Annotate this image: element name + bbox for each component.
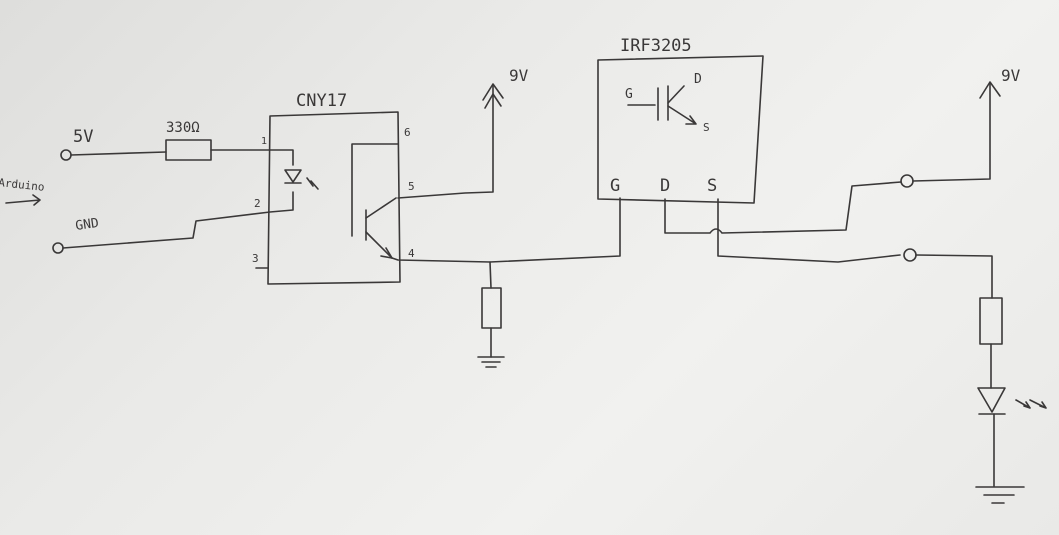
label-9v-left: 9V xyxy=(509,66,529,85)
opto-pin6-label: 6 xyxy=(404,126,411,139)
arduino-arrow xyxy=(5,194,41,206)
wire-terminal-load xyxy=(915,254,993,299)
output-terminal-top xyxy=(900,174,914,188)
label-cny17: CNY17 xyxy=(296,91,347,111)
led-emitter-icon xyxy=(284,169,319,190)
wire-gnd-pin2 xyxy=(62,191,294,249)
wire-drain-output xyxy=(664,181,902,234)
supply-9v-left-arrow xyxy=(482,83,504,109)
mosfet-symbol-icon xyxy=(627,85,697,125)
input-gnd-terminal xyxy=(52,242,64,254)
opto-pin4-label: 4 xyxy=(408,247,415,260)
label-5v: 5V xyxy=(73,127,93,147)
mosfet-pin-g: G xyxy=(610,176,620,196)
input-5v-terminal xyxy=(60,149,72,161)
resistor-330 xyxy=(165,139,212,161)
supply-9v-right-arrow xyxy=(979,81,1001,99)
wire-resistor-pin1 xyxy=(210,149,294,166)
label-irf3205: IRF3205 xyxy=(620,36,692,56)
opto-pin3-label: 3 xyxy=(252,252,259,265)
wire-5v-resistor xyxy=(70,151,167,156)
label-resistor-value: 330Ω xyxy=(166,120,200,136)
load-resistor xyxy=(979,297,1003,345)
mosfet-symbol-s: S xyxy=(703,121,710,134)
opto-pin2-label: 2 xyxy=(254,197,261,210)
label-9v-right: 9V xyxy=(1001,66,1021,85)
ground-symbol-right xyxy=(975,486,1025,504)
mosfet-body xyxy=(597,55,764,204)
wire-pin5-9v xyxy=(397,85,494,199)
label-gnd: GND xyxy=(74,216,100,234)
wire-terminal-9v xyxy=(912,83,991,182)
wire-pin4-gate xyxy=(391,197,621,263)
wire-pulldown xyxy=(489,261,492,289)
mosfet-symbol-d: D xyxy=(694,72,702,87)
mosfet-pin-s: S xyxy=(707,176,717,196)
ground-symbol-left xyxy=(477,356,505,368)
opto-pin5-label: 5 xyxy=(408,180,415,193)
opto-pin1-label: 1 xyxy=(261,136,267,147)
label-arduino: Arduino xyxy=(0,176,45,194)
output-led-icon xyxy=(977,387,1047,415)
output-terminal-bottom xyxy=(903,248,917,262)
pulldown-resistor xyxy=(481,287,502,329)
wire-source-output xyxy=(717,198,901,263)
mosfet-symbol-g: G xyxy=(625,87,633,102)
optocoupler-body xyxy=(267,111,401,285)
phototransistor-icon xyxy=(351,143,399,259)
mosfet-pin-d: D xyxy=(660,176,670,196)
